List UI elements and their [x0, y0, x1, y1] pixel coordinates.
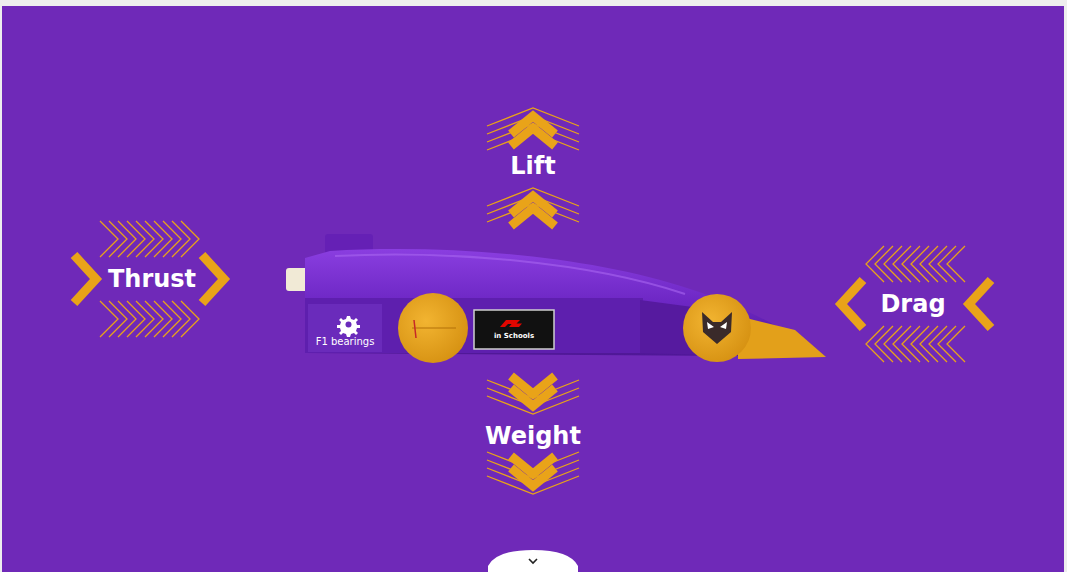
sponsor-panel [308, 304, 382, 352]
wheel-mark [414, 320, 416, 338]
side-pod [305, 298, 643, 353]
f1-logo [500, 320, 522, 327]
bold-chevron [511, 116, 555, 134]
bold-chevron [511, 468, 555, 486]
force-label: Lift [510, 152, 555, 180]
gas-cartridge [286, 268, 308, 291]
front-wheel [683, 294, 751, 362]
front-wing [738, 316, 826, 359]
bold-chevron [511, 196, 555, 214]
rear-wheel [398, 293, 468, 363]
force-label: Thrust [108, 265, 196, 293]
gear-icon [337, 316, 360, 337]
sponsor-name: in Schools [494, 332, 534, 340]
gear-hole [346, 322, 352, 328]
thin-chevron [181, 221, 199, 257]
sponsor-box [474, 310, 554, 349]
bold-chevron [202, 255, 224, 303]
force-label: Drag [880, 290, 945, 318]
thin-chevron [487, 132, 579, 150]
force-label: Weight [485, 422, 581, 450]
bold-chevron [841, 280, 863, 328]
thin-chevron [181, 301, 199, 337]
scroll-chevron [529, 559, 537, 563]
bold-chevron [511, 388, 555, 406]
wheel-logo [702, 312, 732, 344]
thin-chevron [866, 326, 884, 362]
background-panel: LiftThrust F1 bearings in Schools DragWeigh… [2, 6, 1064, 572]
thin-chevron [487, 452, 579, 470]
sponsor-name: F1 bearings [316, 336, 375, 347]
thin-chevron [866, 246, 884, 282]
wheel-logo-eyes [707, 322, 727, 329]
bold-chevron [74, 255, 96, 303]
body-highlight [335, 255, 685, 294]
force-arrows [74, 108, 991, 494]
scroll-tab [488, 550, 578, 572]
bold-chevron [969, 280, 991, 328]
wheel-mark [412, 328, 456, 329]
